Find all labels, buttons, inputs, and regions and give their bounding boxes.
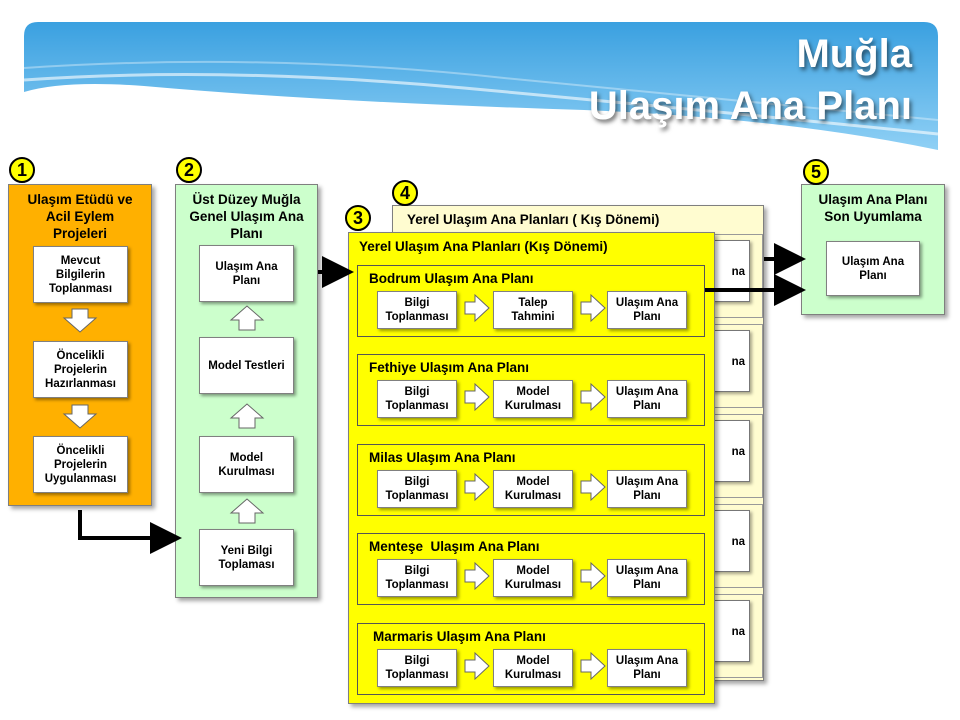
step-box: Model Kurulması — [493, 649, 573, 687]
step-box: Ulaşım Ana Planı — [607, 380, 687, 418]
panel-1-box-3: Öncelikli Projelerin Uygulanması — [33, 436, 128, 493]
step-box: Ulaşım Ana Planı — [607, 649, 687, 687]
panel-2-box-2: Model Testleri — [199, 337, 294, 394]
subplan-title: Bodrum Ulaşım Ana Planı — [369, 271, 534, 286]
step-box: Ulaşım Ana Planı — [607, 559, 687, 597]
subplan-title: Fethiye Ulaşım Ana Planı — [369, 360, 530, 375]
panel-1-box-2: Öncelikli Projelerin Hazırlanması — [33, 341, 128, 398]
panel-5-box: Ulaşım Ana Planı — [826, 241, 920, 296]
flow-arrow-1-to-2 — [78, 510, 182, 554]
step-badge-4: 4 — [392, 180, 418, 206]
panel-3-title: Yerel Ulaşım Ana Planları (Kış Dönemi) — [359, 239, 608, 254]
panel-4-peek-box-4: na — [712, 510, 750, 572]
panel-1-box-1: Mevcut Bilgilerin Toplanması — [33, 246, 128, 303]
header-banner — [24, 22, 938, 150]
panel-4-title: Yerel Ulaşım Ana Planları ( Kış Dönemi) — [407, 212, 660, 227]
subplan-title: Milas Ulaşım Ana Planı — [369, 450, 516, 465]
step-box: Bilgi Toplanması — [377, 380, 457, 418]
step-box: Bilgi Toplanması — [377, 649, 457, 687]
subplan-milas: Milas Ulaşım Ana Planı Bilgi Toplanması … — [357, 444, 705, 516]
step-box: Ulaşım Ana Planı — [607, 291, 687, 329]
subplan-bodrum: Bodrum Ulaşım Ana Planı Bilgi Toplanması… — [357, 265, 705, 337]
step-box: Bilgi Toplanması — [377, 470, 457, 508]
panel-2-title: Üst Düzey Muğla Genel Ulaşım Ana Planı — [189, 192, 304, 241]
panel-2-box-3: Model Kurulması — [199, 436, 294, 493]
subplan-fethiye: Fethiye Ulaşım Ana Planı Bilgi Toplanmas… — [357, 354, 705, 426]
panel-2-box-4: Yeni Bilgi Toplaması — [199, 529, 294, 586]
panel-4-peek-box-3: na — [712, 420, 750, 482]
subplan-title: Marmaris Ulaşım Ana Planı — [373, 629, 546, 644]
subplan-mentese: Menteşe Ulaşım Ana Planı Bilgi Toplanmas… — [357, 533, 705, 605]
step-box: Talep Tahmini — [493, 291, 573, 329]
step-box: Bilgi Toplanması — [377, 559, 457, 597]
panel-1-title: Ulaşım Etüdü ve Acil Eylem Projeleri — [27, 192, 133, 241]
panel-4-peek-box-5: na — [712, 600, 750, 662]
subplan-title: Menteşe Ulaşım Ana Planı — [369, 539, 540, 554]
step-box: Model Kurulması — [493, 470, 573, 508]
panel-4-peek-box-1: na — [712, 240, 750, 302]
panel-4-peek-box-2: na — [712, 330, 750, 392]
step-box: Model Kurulması — [493, 559, 573, 597]
panel-2-box-1: Ulaşım Ana Planı — [199, 245, 294, 302]
page-title-line2: Ulaşım Ana Planı — [588, 84, 912, 128]
step-box: Ulaşım Ana Planı — [607, 470, 687, 508]
step-badge-1: 1 — [9, 157, 35, 183]
panel-5-title: Ulaşım Ana Planı Son Uyumlama — [818, 192, 928, 224]
step-box: Bilgi Toplanması — [377, 291, 457, 329]
page-title-line1: Muğla — [796, 32, 912, 76]
step-badge-2: 2 — [176, 157, 202, 183]
step-badge-5: 5 — [803, 159, 829, 185]
subplan-marmaris: Marmaris Ulaşım Ana Planı Bilgi Toplanma… — [357, 623, 705, 695]
step-badge-3: 3 — [345, 205, 371, 231]
step-box: Model Kurulması — [493, 380, 573, 418]
